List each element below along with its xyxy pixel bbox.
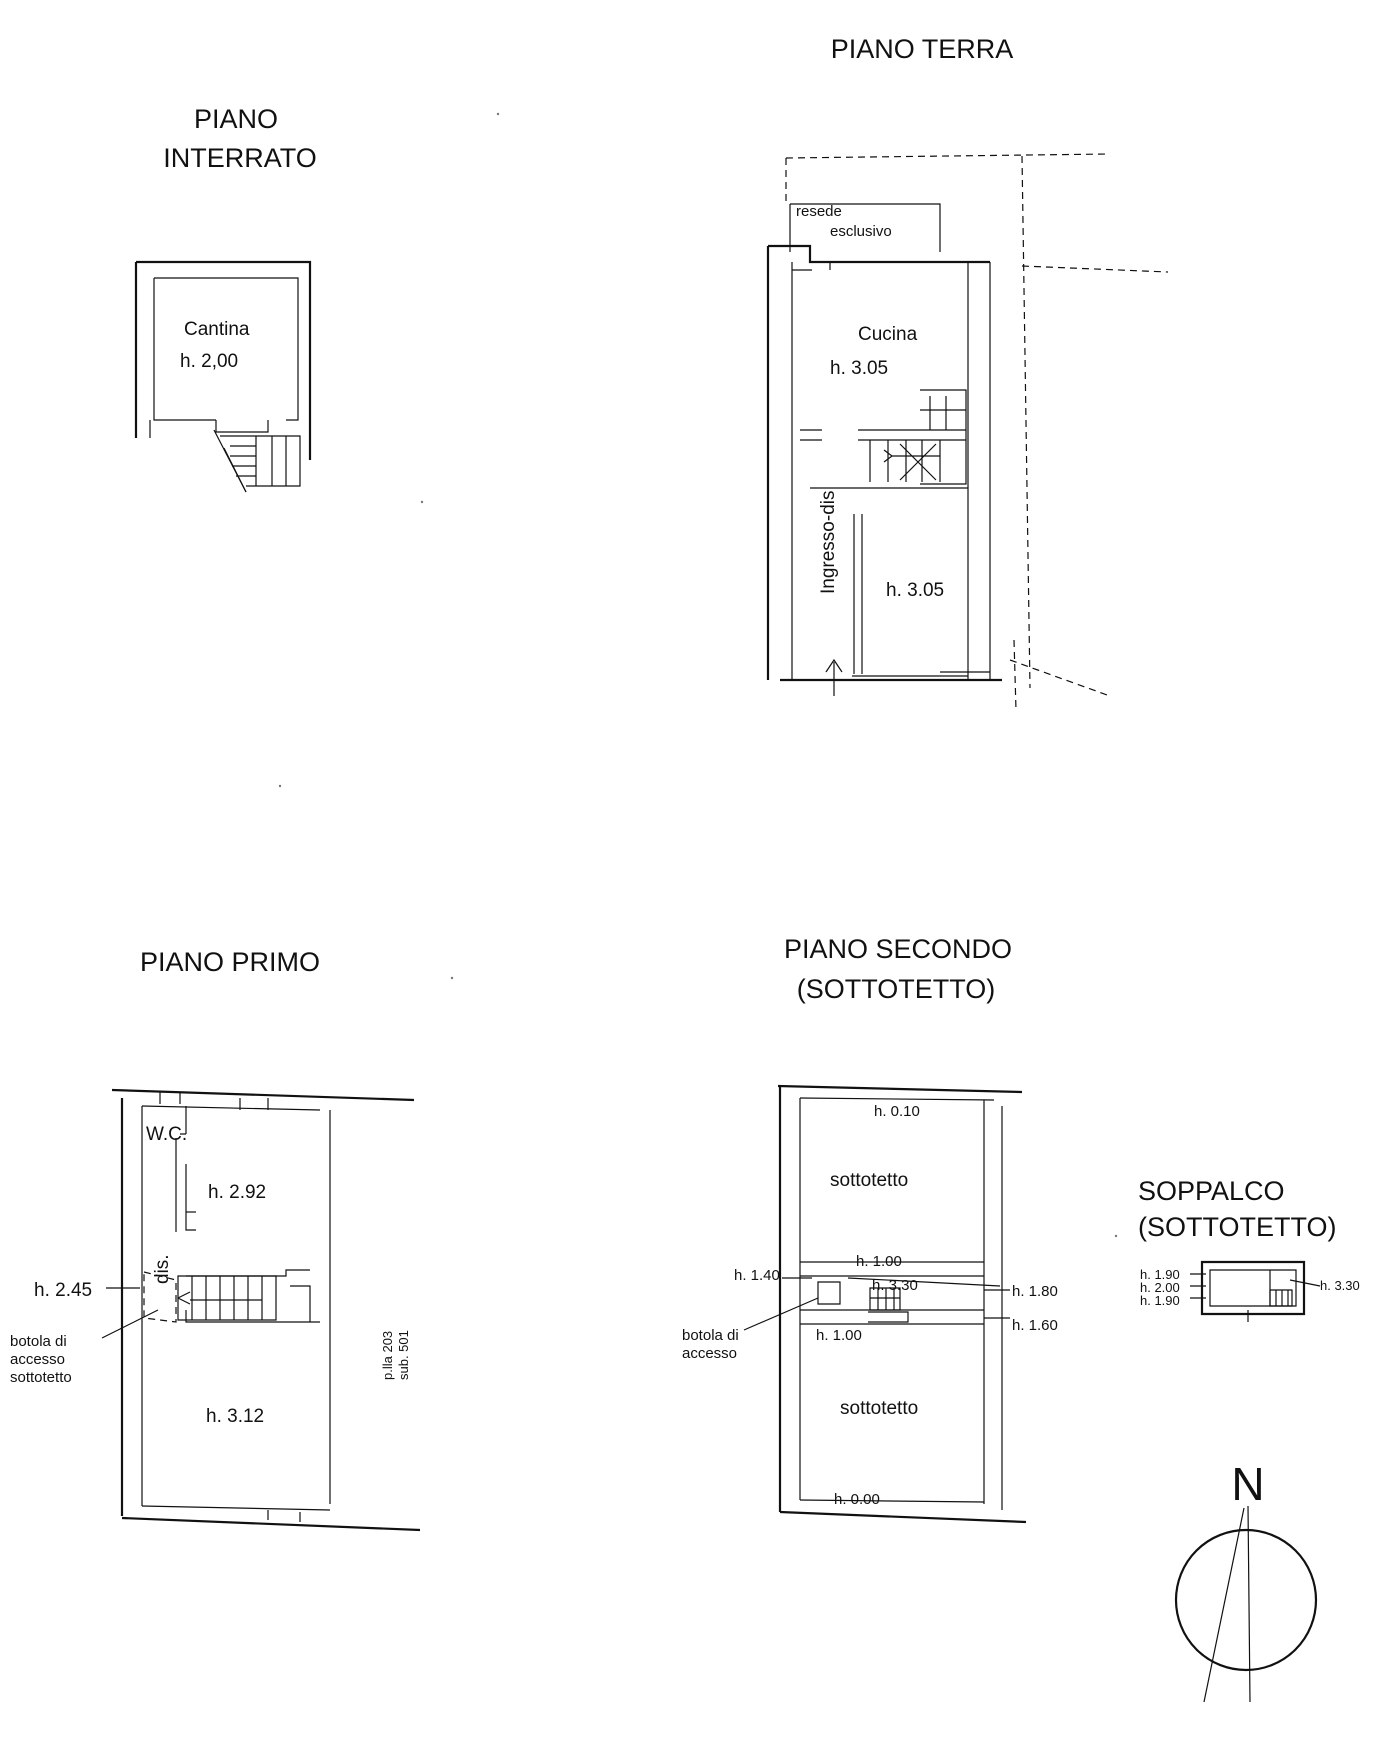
cantina-name: Cantina <box>184 319 250 340</box>
compass-circle-icon <box>1174 1528 1318 1672</box>
primo-walls <box>111 1088 421 1532</box>
piano-interrato: PIANO INTERRATO Cantina h. 2,00 <box>134 104 317 493</box>
resede-label-line2: esclusivo <box>830 223 892 240</box>
cantina-stairs <box>213 429 301 493</box>
ingresso-dis-label: Ingresso-dis <box>818 491 839 595</box>
secondo-stairs <box>869 1287 901 1311</box>
primo-leaders <box>101 1287 159 1339</box>
botola-primo <box>143 1271 177 1323</box>
secondo-h180: h. 1.80 <box>1012 1283 1058 1300</box>
north-compass: N <box>1174 1458 1318 1703</box>
soppalco-title-line1: SOPPALCO <box>1138 1176 1285 1206</box>
botola-primo-line2: accesso <box>10 1351 65 1368</box>
botola-secondo-line1: botola di <box>682 1327 739 1344</box>
piano-primo: PIANO PRIMO <box>10 947 421 1532</box>
cantina-height: h. 2,00 <box>180 351 238 372</box>
north-label: N <box>1231 1458 1264 1510</box>
soppalco: SOPPALCO (SOTTOTETTO) h. 1.90 h. 2.00 h.… <box>1138 1176 1360 1322</box>
dis-height: h. 2.45 <box>34 1280 92 1301</box>
secondo-top-height: h. 0.10 <box>874 1103 920 1120</box>
resede-label-line1: resede <box>796 203 842 220</box>
room2-height: h. 3.05 <box>886 580 944 601</box>
botola-primo-line3: sottotetto <box>10 1369 72 1386</box>
dis-label: dis. <box>152 1254 173 1284</box>
secondo-room1-name: sottotetto <box>830 1170 908 1191</box>
terra-walls <box>766 244 1002 682</box>
interrato-title-line1: PIANO <box>194 104 278 134</box>
primo-room1-height: h. 2.92 <box>208 1182 266 1203</box>
entrance-arrow <box>825 658 843 696</box>
soppalco-title-line2: (SOTTOTETTO) <box>1138 1212 1337 1242</box>
soppalco-h3: h. 1.90 <box>1140 1293 1180 1308</box>
secondo-room2-name: sottotetto <box>840 1398 918 1419</box>
cantina-walls <box>134 260 312 460</box>
secondo-title-line1: PIANO SECONDO <box>784 934 1012 964</box>
secondo-h140: h. 1.40 <box>734 1267 780 1284</box>
botola-primo-line1: botola di <box>10 1333 67 1350</box>
soppalco-walls <box>1190 1260 1321 1322</box>
secondo-title-line2: (SOTTOTETTO) <box>797 974 996 1004</box>
secondo-h160: h. 1.60 <box>1012 1317 1058 1334</box>
soppalco-h4: h. 3.30 <box>1320 1278 1360 1293</box>
primo-stairs <box>177 1275 277 1321</box>
secondo-leaders <box>743 1277 1010 1331</box>
scan-specks <box>278 112 1118 1238</box>
parcel-line1: p.lla 203 <box>380 1331 395 1380</box>
cucina-name: Cucina <box>858 324 918 345</box>
compass-meridian-icon <box>1247 1505 1251 1703</box>
secondo-mid-height2: h. 1.00 <box>816 1327 862 1344</box>
terra-title: PIANO TERRA <box>831 34 1014 64</box>
secondo-h330: h. 3.30 <box>872 1277 918 1294</box>
secondo-bottom-height: h. 0.00 <box>834 1491 880 1508</box>
wc-label: W.C. <box>146 1124 187 1145</box>
primo-title: PIANO PRIMO <box>140 947 320 977</box>
soppalco-h2: h. 2.00 <box>1140 1280 1180 1295</box>
cucina-height: h. 3.05 <box>830 358 888 379</box>
resede-area <box>789 203 941 252</box>
soppalco-h1: h. 1.90 <box>1140 1267 1180 1282</box>
parcel-line2: sub. 501 <box>396 1330 411 1380</box>
primo-room2-height: h. 3.12 <box>206 1406 264 1427</box>
terra-boundaries <box>785 153 1169 711</box>
secondo-mid-height1: h. 1.00 <box>856 1253 902 1270</box>
piano-terra: PIANO TERRA <box>766 34 1169 711</box>
piano-secondo: PIANO SECONDO (SOTTOTETTO) <box>682 934 1058 1524</box>
botola-secondo-line2: accesso <box>682 1345 737 1362</box>
interrato-title-line2: INTERRATO <box>163 143 317 173</box>
compass-needle-icon <box>1203 1507 1245 1703</box>
secondo-walls <box>777 1084 1027 1524</box>
terra-stairs <box>858 389 967 485</box>
